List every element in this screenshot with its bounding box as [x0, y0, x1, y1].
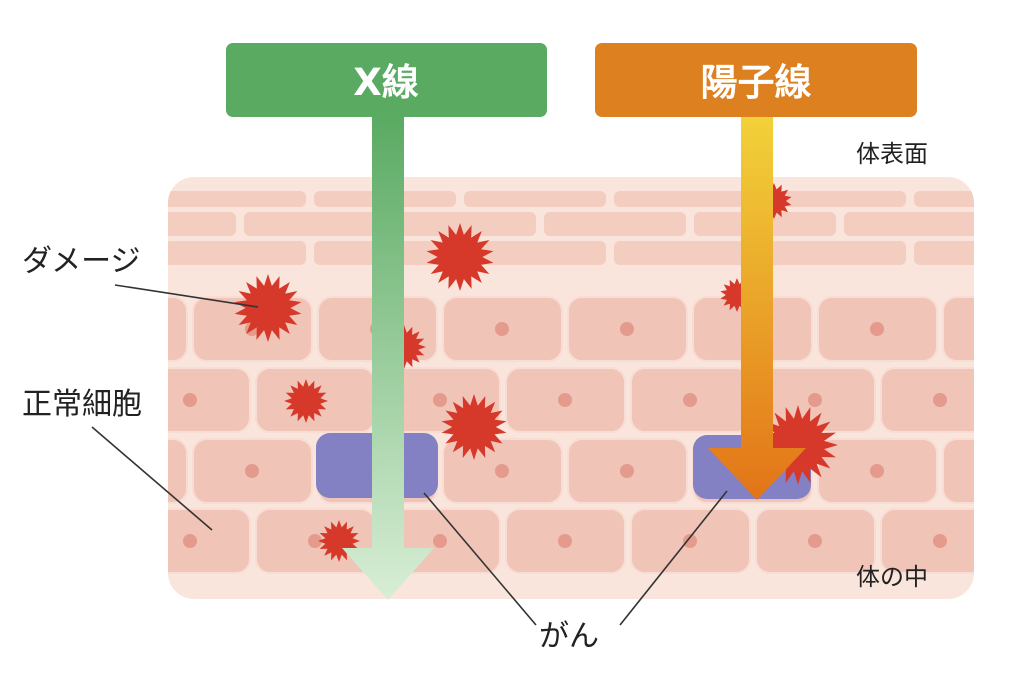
normal-cell — [168, 296, 188, 362]
proton-header: 陽子線 — [595, 43, 917, 117]
cell-nucleus — [620, 464, 634, 478]
xray-label: X線 — [353, 61, 419, 104]
normal-cells-leader-line — [91, 426, 213, 531]
cell-nucleus — [558, 393, 572, 407]
normal-cell — [6, 509, 125, 573]
damage-markers — [234, 183, 838, 562]
surface-cell — [394, 212, 536, 236]
cell-nucleus — [120, 464, 134, 478]
cell-nucleus — [120, 322, 134, 336]
cell-nucleus — [433, 534, 447, 548]
cancer-leader-line-right — [619, 490, 728, 626]
surface-cell — [614, 191, 756, 207]
surface-cell — [464, 241, 606, 265]
surface-cell — [464, 191, 606, 207]
normal-cell — [942, 438, 974, 504]
damage-burst — [234, 274, 302, 342]
surface-cell — [764, 191, 906, 207]
normal-cells-label: 正常細胞 — [22, 387, 142, 422]
cell-nucleus — [495, 464, 509, 478]
cell-nucleus — [308, 534, 322, 548]
surface-cell — [168, 241, 306, 265]
inside-label: 体の中 — [856, 563, 928, 591]
damage-burst — [758, 405, 838, 485]
xray-arrow — [342, 115, 434, 600]
proton-arrow — [708, 115, 806, 500]
damage-burst — [441, 394, 507, 460]
cell-nucleus — [245, 464, 259, 478]
surface-cell — [764, 241, 906, 265]
surface-cell — [168, 212, 236, 236]
surface-cell — [914, 241, 974, 265]
surface-cell — [168, 191, 306, 207]
cancer-leader-line-left — [423, 492, 537, 626]
damage-burst — [284, 379, 328, 423]
xray-header: X線 — [226, 43, 547, 117]
cell-nucleus — [620, 322, 634, 336]
cell-nucleus — [870, 322, 884, 336]
cell-nucleus — [933, 393, 947, 407]
surface-cell — [844, 212, 974, 236]
cell-nucleus — [995, 464, 1009, 478]
damage-label: ダメージ — [22, 244, 141, 279]
cell-nucleus — [808, 534, 822, 548]
surface-cell — [544, 212, 686, 236]
normal-cell — [942, 296, 974, 362]
normal-cell — [168, 438, 188, 504]
cell-nucleus — [683, 534, 697, 548]
surface-cell — [914, 191, 974, 207]
leader-lines — [91, 284, 728, 626]
proton-label: 陽子線 — [701, 61, 812, 104]
tissue-block — [6, 177, 1009, 599]
cell-nucleus — [558, 534, 572, 548]
cell-nucleus — [58, 534, 72, 548]
surface-cell — [614, 241, 756, 265]
damage-leader-line — [114, 284, 259, 308]
cell-nucleus — [433, 393, 447, 407]
cell-nucleus — [808, 393, 822, 407]
cell-nucleus — [495, 322, 509, 336]
cell-nucleus — [933, 534, 947, 548]
surface-label: 体表面 — [856, 140, 928, 168]
cell-nucleus — [870, 464, 884, 478]
cell-nucleus — [683, 393, 697, 407]
damage-burst — [426, 223, 494, 291]
surface-cell — [244, 212, 386, 236]
cell-nucleus — [183, 393, 197, 407]
cell-nucleus — [995, 322, 1009, 336]
cell-nucleus — [183, 534, 197, 548]
cancer-label: がん — [539, 619, 599, 654]
